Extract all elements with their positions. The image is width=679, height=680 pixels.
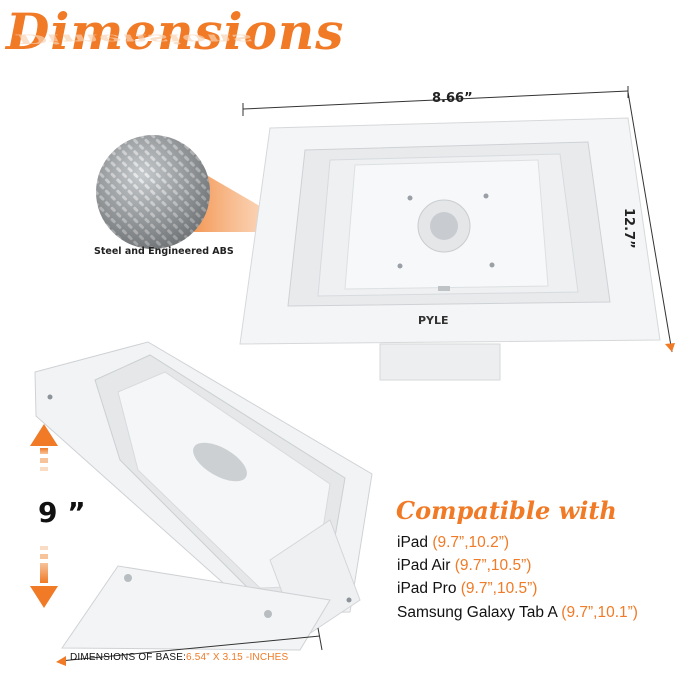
base-dimension-line <box>56 627 323 666</box>
device-name: iPad <box>397 534 433 551</box>
brand-logo: PYLE <box>418 314 449 327</box>
enclosure-front-view <box>239 117 661 381</box>
compatible-device-row: Samsung Galaxy Tab A (9.7”,10.1”) <box>397 604 638 622</box>
width-dimension-label: 8.66” <box>432 91 473 106</box>
material-label: Steel and Engineered ABS <box>94 246 234 257</box>
height-dimension-label: 12.7” <box>621 208 636 249</box>
device-sizes: (9.7”,10.1”) <box>561 604 638 621</box>
compatible-device-row: iPad Pro (9.7”,10.5”) <box>397 580 537 598</box>
device-name: iPad Pro <box>397 580 461 597</box>
headline: Dimensions <box>6 2 345 61</box>
compatible-device-row: iPad (9.7”,10.2”) <box>397 534 509 552</box>
enclosure-side-view <box>34 341 373 651</box>
tilt-height-label: 9 ” <box>38 496 86 529</box>
compatible-device-row: iPad Air (9.7”,10.5”) <box>397 557 531 575</box>
device-sizes: (9.7”,10.2”) <box>432 534 510 551</box>
device-sizes: (9.7”,10.5”) <box>454 557 532 574</box>
device-name: iPad Air <box>397 557 455 574</box>
height-dimension-line <box>627 91 675 353</box>
compatible-title: Compatible with <box>396 496 617 525</box>
base-dimensions-value: 6.54” X 3.15 -INCHES <box>186 652 289 663</box>
device-sizes: (9.7”,10.5”) <box>460 580 538 597</box>
tilt-height-arrow <box>30 424 58 608</box>
device-name: Samsung Galaxy Tab A <box>397 604 562 621</box>
base-dimensions-label: DIMENSIONS OF BASE:6.54” X 3.15 -INCHES <box>70 652 288 663</box>
base-dimensions-prefix: DIMENSIONS OF BASE: <box>70 652 187 663</box>
